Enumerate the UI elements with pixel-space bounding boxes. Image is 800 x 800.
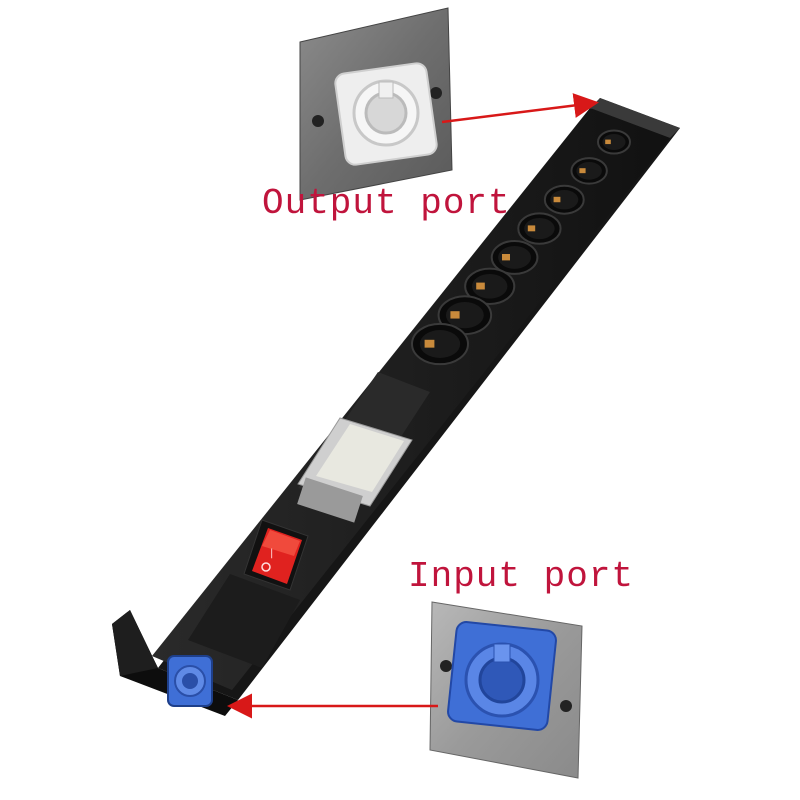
output-port-plate <box>299 7 453 201</box>
socket-row <box>411 129 631 366</box>
schuko-socket <box>597 129 631 155</box>
emi-filter <box>297 372 430 523</box>
input-port-plate <box>429 601 583 779</box>
schuko-socket <box>570 157 608 185</box>
power-strip: | <box>112 98 680 716</box>
schuko-socket <box>411 322 469 366</box>
schuko-socket <box>490 239 539 275</box>
schuko-socket <box>543 184 585 215</box>
powercon-white-icon <box>334 62 438 166</box>
powercon-blue-small-icon <box>167 655 213 707</box>
screw-icon <box>560 700 572 712</box>
schuko-socket <box>517 212 562 245</box>
output-arrow <box>441 93 599 124</box>
screw-icon <box>430 87 442 99</box>
powercon-blue-icon <box>447 621 557 731</box>
screw-icon <box>312 115 324 127</box>
schuko-socket <box>464 267 516 305</box>
input-port-label: Input port <box>408 556 635 597</box>
screw-icon <box>440 660 452 672</box>
output-port-label: Output port <box>262 183 511 224</box>
rocker-switch: | <box>243 519 309 591</box>
svg-text:|: | <box>270 548 273 559</box>
